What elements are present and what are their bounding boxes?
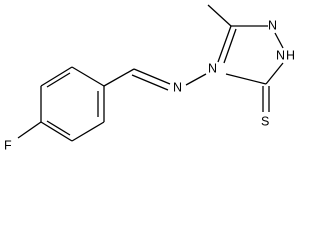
n-n-bond	[185, 73, 207, 86]
imine-nitrogen-label: N	[173, 80, 182, 94]
imine-double-bond	[131, 74, 169, 91]
ring-bond	[40, 121, 73, 142]
aromatic-inner-bond	[46, 72, 71, 88]
ring-bond	[274, 32, 284, 49]
ring-bond	[225, 73, 267, 85]
ring-bond	[40, 66, 73, 87]
benzene-ring	[40, 66, 105, 142]
imine-double-bond	[133, 68, 171, 85]
ring-bond	[223, 28, 237, 64]
ring-bond	[217, 25, 232, 63]
c-f-bond	[17, 121, 42, 139]
ring-nh-hydrogen-label: H	[286, 48, 295, 62]
ring-n4-label: N	[208, 61, 217, 75]
fluorine-label: F	[4, 138, 12, 152]
ring-bond	[71, 66, 105, 87]
ring-n3-label: N	[268, 18, 277, 32]
aromatic-inner-bond	[46, 120, 71, 136]
triazole-ring	[217, 25, 284, 85]
ring-n2-label: N	[276, 48, 285, 62]
ring-bond	[265, 62, 284, 85]
methyl-bond	[207, 4, 232, 27]
molecule-drawing: F N N N N H S	[4, 4, 295, 152]
structure-diagram: F N N N N H S	[4, 4, 295, 152]
ring-bond	[71, 121, 105, 142]
thione-sulfur-label: S	[261, 114, 269, 128]
aryl-ch-bond	[103, 68, 135, 87]
